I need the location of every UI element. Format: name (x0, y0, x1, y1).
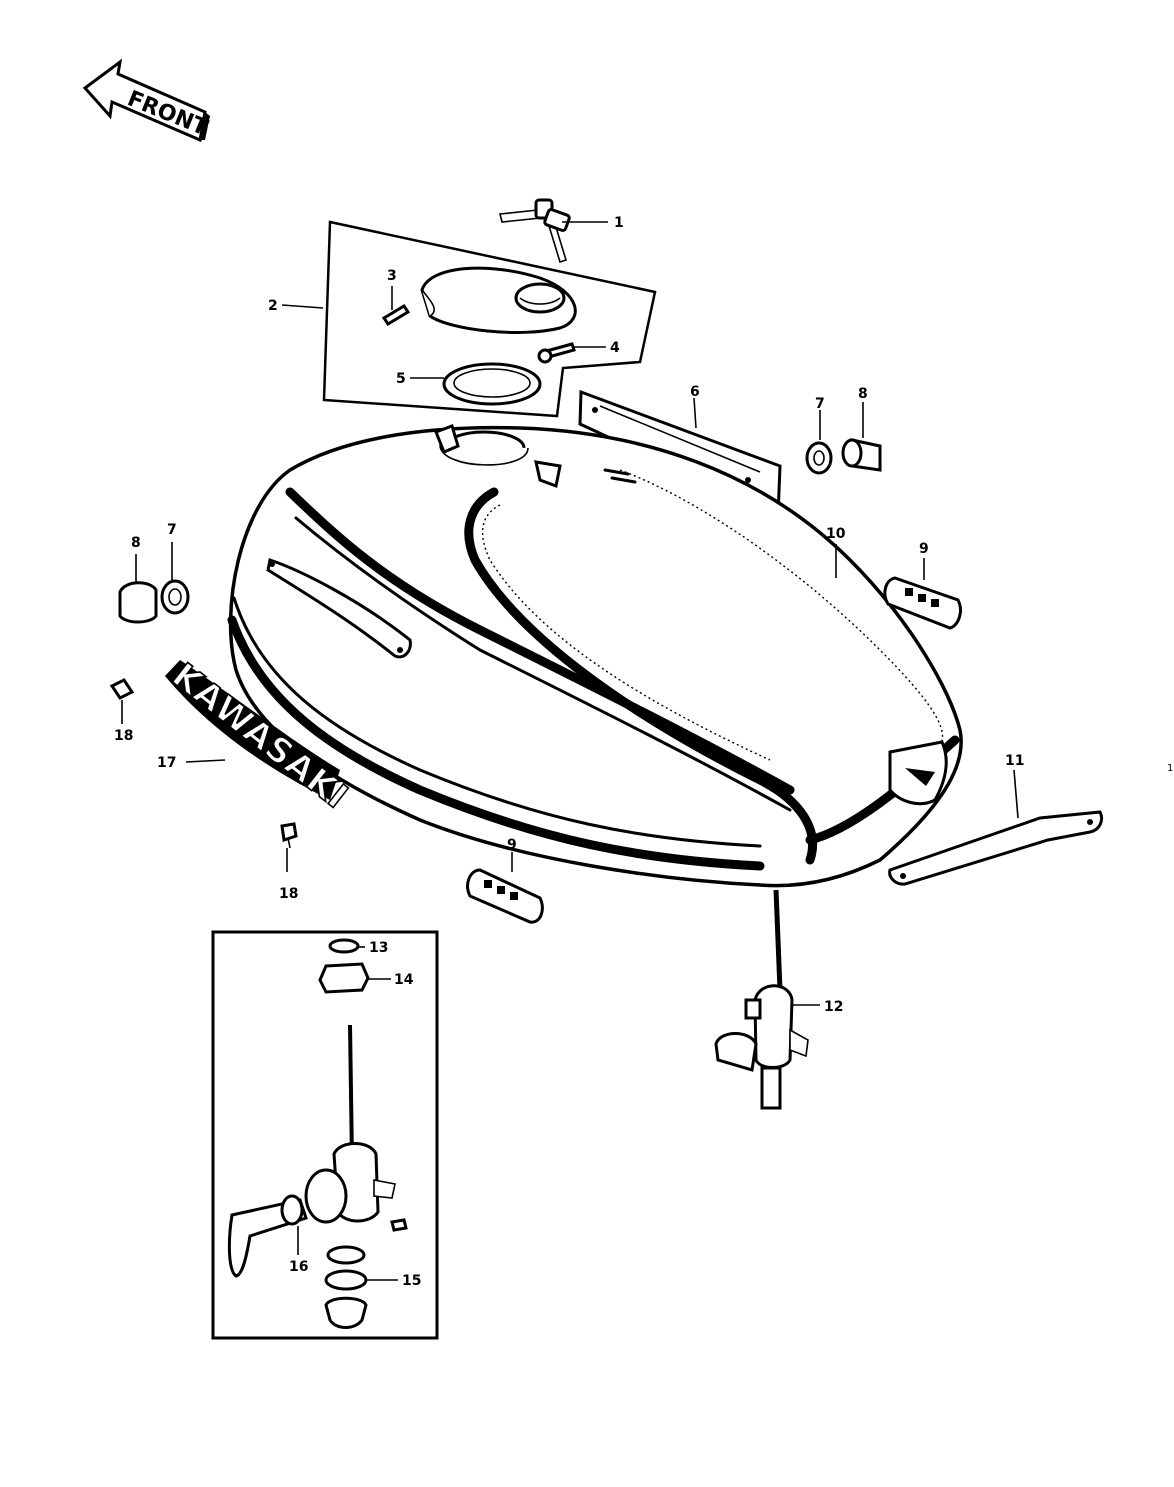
emblem-screw-top (109, 678, 135, 700)
callout-17: 17 (157, 755, 176, 771)
cap-assembly-box (322, 220, 657, 418)
fuel-tank (227, 424, 963, 888)
callout-8-left: 8 (131, 535, 141, 551)
cap-bolt (537, 342, 576, 364)
washer-left (160, 579, 190, 615)
edge-mark: 1 (1167, 763, 1173, 774)
emblem-screw-bottom (280, 822, 298, 849)
rubber-damper-right (883, 576, 962, 630)
callout-leaders (121, 221, 1019, 1281)
callout-4: 4 (610, 340, 620, 356)
callout-18-bottom: 18 (279, 886, 298, 902)
callout-1: 1 (614, 215, 624, 231)
fuel-tap (714, 889, 809, 1110)
callout-13: 13 (369, 940, 388, 956)
rubber-cushion-left (118, 581, 158, 624)
callout-11: 11 (1005, 753, 1024, 769)
callout-7-right: 7 (815, 396, 825, 412)
callout-2: 2 (268, 298, 278, 314)
callout-12: 12 (824, 999, 843, 1015)
cap-pin (381, 303, 411, 327)
keys-part (499, 198, 571, 264)
callout-15: 15 (402, 1273, 421, 1289)
callout-14: 14 (394, 972, 414, 988)
rubber-damper-bottom (466, 868, 544, 924)
callout-16: 16 (289, 1259, 308, 1275)
tank-bracket (888, 810, 1104, 886)
callout-6: 6 (690, 384, 700, 400)
callout-9-bottom: 9 (507, 837, 517, 853)
rubber-cushion-right (841, 438, 882, 472)
callout-9-right: 9 (919, 541, 929, 557)
callout-10: 10 (826, 526, 846, 542)
callout-18-top: 18 (114, 728, 133, 744)
callout-3: 3 (387, 268, 397, 284)
washer-right (805, 441, 833, 475)
callout-5: 5 (396, 371, 406, 387)
fuel-cap (420, 266, 577, 334)
callout-labels: 1 2 3 4 5 6 7 8 8 7 10 9 18 17 11 18 9 1… (114, 215, 1173, 1289)
cap-gasket (442, 362, 542, 406)
callout-8-right: 8 (858, 386, 868, 402)
callout-7-left: 7 (167, 522, 177, 538)
front-arrow: FRONT (82, 58, 211, 143)
fuel-tap-inset (211, 930, 439, 1340)
